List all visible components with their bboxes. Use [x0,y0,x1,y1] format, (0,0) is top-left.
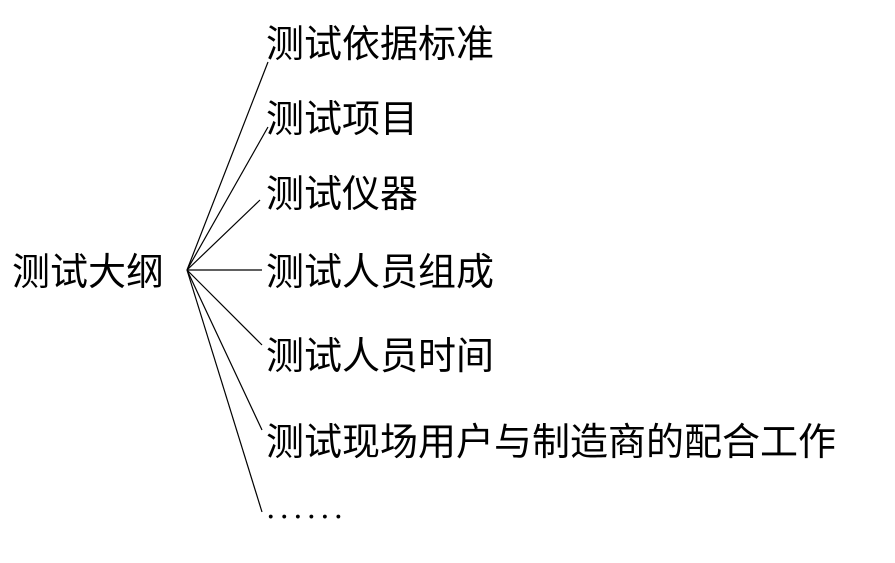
branch-label-personnel: 测试人员组成 [266,250,495,294]
root-node-label: 测试大纲 [12,250,165,294]
connector-line-0 [186,61,269,271]
branch-label-standards: 测试依据标准 [266,22,495,66]
connector-line-6 [186,269,263,513]
branch-label-onsite-cooperation: 测试现场用户与制造商的配合工作 [266,420,837,464]
connector-line-4 [186,269,263,346]
branch-label-personnel-time: 测试人员时间 [266,334,495,378]
connector-line-1 [186,126,269,271]
connector-line-5 [186,269,263,431]
connector-line-2 [186,199,261,271]
branch-label-items: 测试项目 [266,97,419,141]
branch-label-ellipsis: ······ [266,500,348,535]
branch-label-instruments: 测试仪器 [266,172,419,216]
